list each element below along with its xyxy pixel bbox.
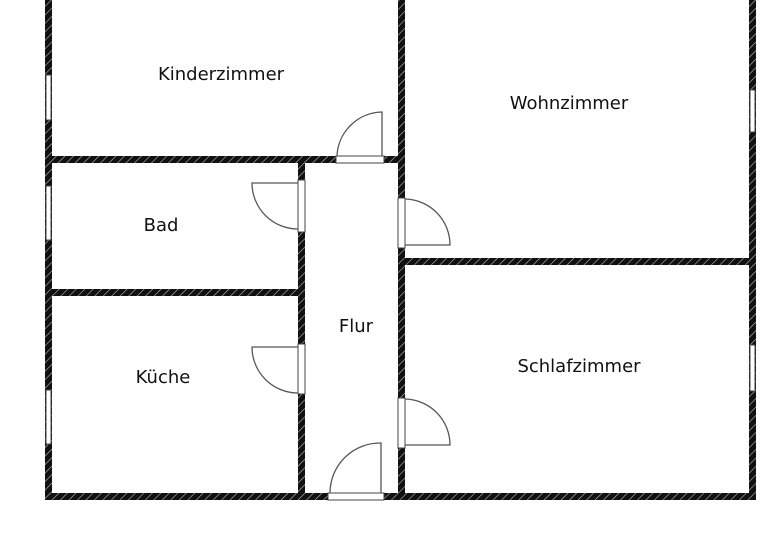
windows [45,74,756,445]
room-label-flur: Flur [339,316,374,337]
wall-flur-left [298,156,305,500]
window-bad [45,185,52,241]
window-kueche [45,389,52,445]
room-label-wohnzimmer: Wohnzimmer [510,93,629,114]
room-label-bad: Bad [144,215,179,236]
door-entrance [327,442,385,501]
wall-left [45,0,52,500]
door-wohnzimmer [397,197,451,249]
walls [45,0,756,500]
wall-center [398,0,405,500]
room-labels: Kinderzimmer Wohnzimmer Bad Flur Küche S… [136,64,641,388]
room-label-schlafzimmer: Schlafzimmer [517,356,641,377]
window-wohnzimmer [749,89,756,133]
wall-wohn-schlaf [398,258,756,265]
wall-kinderzimmer-bottom [45,156,405,163]
window-kinderzimmer [45,74,52,121]
wall-bad-kueche [45,289,305,296]
room-label-kueche: Küche [136,367,191,388]
wall-right [749,0,756,500]
doors [251,111,451,501]
window-schlafzimmer [749,344,756,392]
door-kueche [251,343,306,395]
door-schlafzimmer [397,397,451,449]
room-label-kinderzimmer: Kinderzimmer [158,64,285,85]
door-kinderzimmer [335,111,385,164]
door-bad [251,179,306,233]
